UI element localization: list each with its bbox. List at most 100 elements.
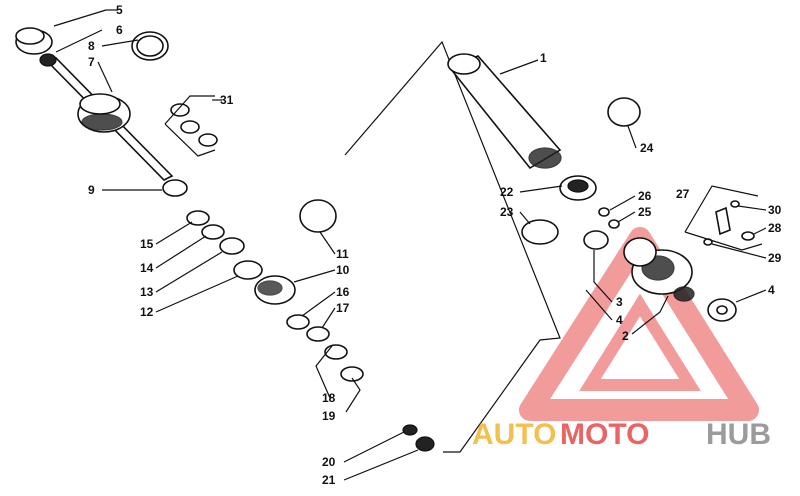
left-washer-stack bbox=[186, 199, 435, 452]
leader-19 bbox=[345, 377, 361, 413]
label-9: 9 bbox=[88, 183, 95, 197]
part-19-washer bbox=[340, 366, 364, 382]
leader-lines bbox=[53, 9, 767, 481]
bracket-31 bbox=[164, 95, 215, 125]
part-16-washer bbox=[286, 314, 310, 330]
leader-28 bbox=[753, 227, 767, 235]
part-labels: 5 6 8 7 9 31 15 14 13 12 11 10 16 17 18 … bbox=[88, 3, 782, 487]
leader-6 bbox=[55, 29, 103, 53]
label-15: 15 bbox=[140, 237, 154, 251]
leader-14 bbox=[155, 235, 207, 269]
label-11: 11 bbox=[336, 247, 349, 261]
right-assembly bbox=[447, 53, 763, 322]
part-18-washer bbox=[324, 344, 348, 360]
part-7-piston-groove bbox=[81, 113, 123, 131]
part-9-washer bbox=[162, 179, 188, 197]
label-28: 28 bbox=[768, 221, 782, 235]
part-10-valve-holes bbox=[257, 280, 283, 296]
part-25-fitting bbox=[608, 219, 620, 229]
label-4b: 4 bbox=[768, 283, 775, 297]
leader-4b bbox=[735, 289, 767, 303]
part-12-washer bbox=[233, 260, 263, 280]
watermark-triangle-inner bbox=[579, 293, 701, 391]
label-4a: 4 bbox=[616, 313, 623, 327]
label-12: 12 bbox=[140, 305, 154, 319]
bracket-31-b bbox=[164, 123, 216, 157]
leader-20 bbox=[343, 431, 405, 463]
watermark-text: AUTO MOTO HUB bbox=[472, 418, 771, 451]
watermark-moto: MOTO bbox=[560, 418, 649, 451]
leader-15 bbox=[155, 221, 193, 245]
label-18: 18 bbox=[322, 391, 336, 405]
part-30-oring bbox=[730, 200, 740, 208]
leader-24 bbox=[627, 125, 637, 149]
leader-8 bbox=[101, 39, 139, 47]
watermark-triangle-outer bbox=[519, 227, 759, 421]
label-1: 1 bbox=[540, 51, 547, 65]
label-24: 24 bbox=[640, 141, 654, 155]
part-2-endcap-ring bbox=[623, 237, 657, 267]
watermark-logo bbox=[519, 227, 759, 421]
bracket-27-b bbox=[684, 231, 763, 251]
part-21-nut bbox=[415, 436, 435, 452]
part-5-cap-top bbox=[15, 27, 45, 45]
leader-18 bbox=[315, 345, 333, 399]
watermark-hub: HUB bbox=[706, 418, 771, 451]
part-28-oring bbox=[741, 231, 755, 241]
part-6-nut bbox=[39, 53, 57, 67]
leader-22 bbox=[519, 185, 563, 193]
part-4-washer-hole bbox=[716, 305, 728, 315]
label-21: 21 bbox=[322, 473, 336, 487]
leader-13 bbox=[155, 251, 223, 293]
leader-5-b bbox=[53, 9, 107, 27]
part-23-ring bbox=[521, 219, 559, 245]
part-22-bearing-hole bbox=[567, 179, 589, 193]
leader-2 bbox=[631, 295, 669, 335]
bracket-27 bbox=[684, 185, 759, 233]
label-7: 7 bbox=[88, 55, 95, 69]
label-31: 31 bbox=[220, 93, 234, 107]
label-20: 20 bbox=[322, 455, 336, 469]
label-16: 16 bbox=[336, 285, 350, 299]
part-20-nut bbox=[402, 424, 418, 436]
label-14: 14 bbox=[140, 261, 154, 275]
part-2-endcap-eye bbox=[673, 286, 695, 302]
part-8-ring-inner bbox=[136, 35, 164, 57]
part-1-cylinder-bottom bbox=[528, 147, 562, 169]
label-23: 23 bbox=[500, 205, 514, 219]
label-3: 3 bbox=[616, 295, 623, 309]
leader-29 bbox=[711, 243, 767, 259]
leader-11 bbox=[319, 231, 336, 255]
part-17-washer bbox=[306, 326, 330, 342]
label-10: 10 bbox=[336, 263, 350, 277]
label-30: 30 bbox=[768, 203, 782, 217]
label-13: 13 bbox=[140, 285, 154, 299]
label-29: 29 bbox=[768, 251, 782, 265]
part-29-fitting bbox=[715, 206, 731, 236]
label-27: 27 bbox=[676, 187, 690, 201]
part-1-cylinder-top bbox=[447, 53, 481, 75]
label-17: 17 bbox=[336, 301, 350, 315]
leader-21 bbox=[343, 449, 419, 481]
leader-12 bbox=[155, 275, 239, 313]
leader-30 bbox=[737, 205, 767, 211]
label-22: 22 bbox=[500, 185, 514, 199]
leader-16 bbox=[301, 291, 336, 317]
label-25: 25 bbox=[638, 205, 652, 219]
bushing-2 bbox=[180, 120, 200, 134]
assembly-outline bbox=[344, 40, 561, 453]
shaft-assembly bbox=[15, 27, 218, 197]
label-19: 19 bbox=[322, 409, 336, 423]
leader-10 bbox=[293, 269, 336, 283]
leader-4a bbox=[585, 289, 613, 321]
part-26-oring bbox=[598, 207, 610, 217]
leader-26 bbox=[609, 195, 636, 211]
label-6: 6 bbox=[116, 23, 123, 37]
leader-1 bbox=[499, 59, 539, 75]
bushing-3 bbox=[198, 133, 218, 147]
leader-3 bbox=[593, 250, 613, 303]
watermark-auto: AUTO bbox=[472, 418, 556, 451]
part-11-ring bbox=[299, 199, 337, 233]
label-5: 5 bbox=[116, 3, 123, 17]
